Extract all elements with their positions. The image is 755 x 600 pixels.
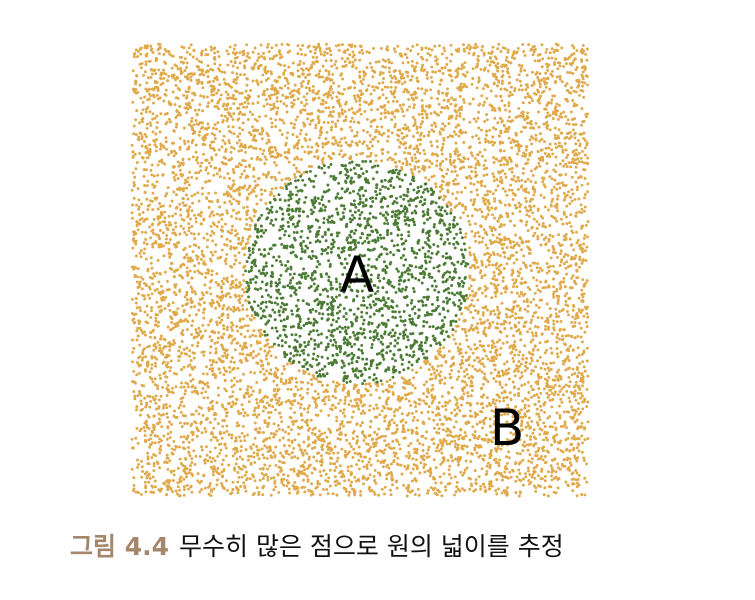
square-point-cloud [130,42,590,498]
scatter-plot: A B [130,42,590,498]
monte-carlo-figure: A B [130,42,590,498]
caption-figure-number: 그림 4.4 [70,532,169,561]
figure-caption: 그림 4.4 무수히 많은 점으로 원의 넓이를 추정 [70,527,564,567]
region-a-label: A [340,246,374,304]
caption-text: 무수히 많은 점으로 원의 넓이를 추정 [179,532,564,561]
circle-point-cloud [244,159,470,386]
region-b-label: B [490,399,524,457]
